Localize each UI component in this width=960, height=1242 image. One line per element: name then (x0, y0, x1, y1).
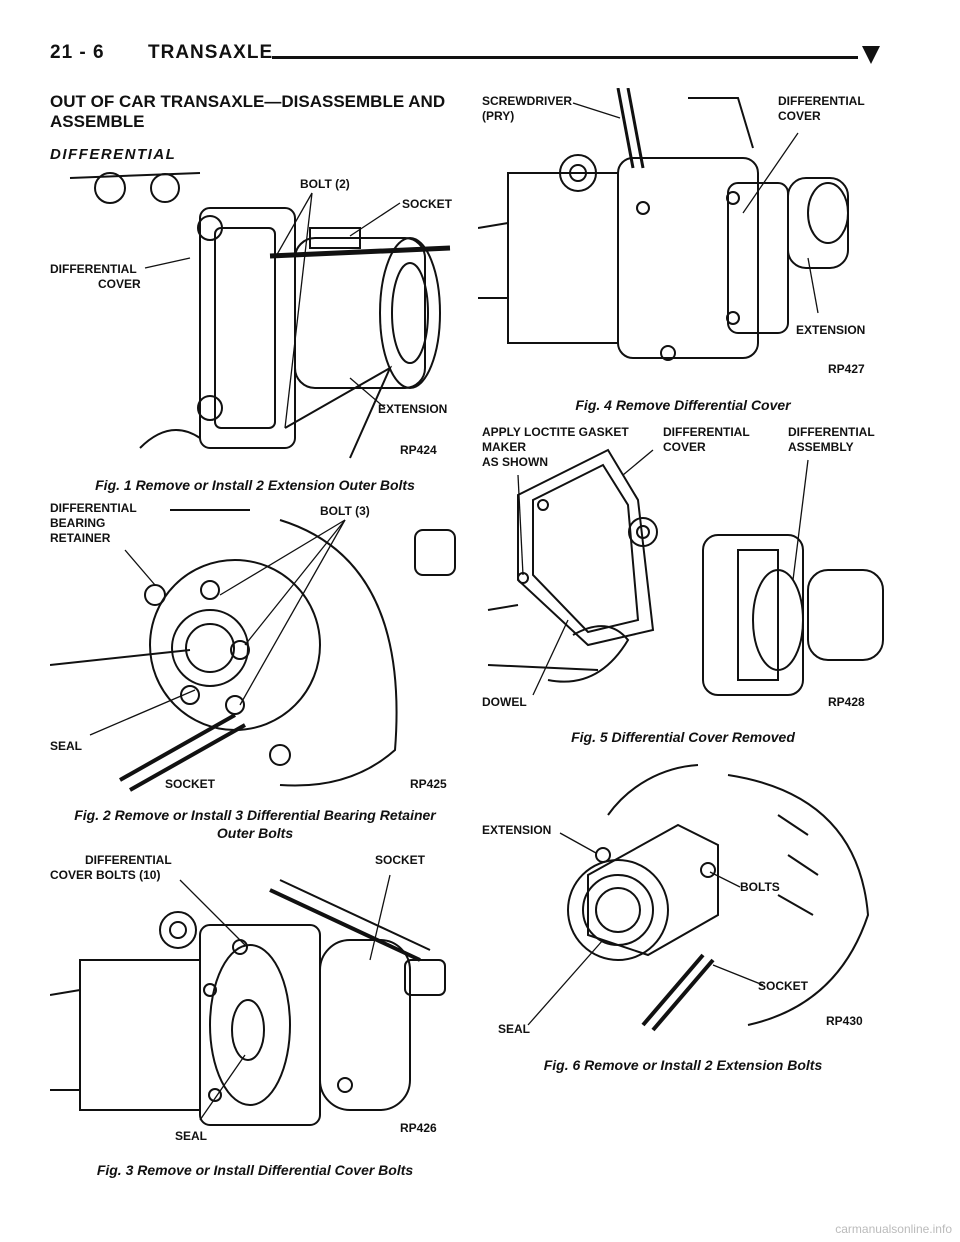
section-name: TRANSAXLE (148, 42, 274, 63)
figure-5-illustration: APPLY LOCTITE GASKET MAKER AS SHOWN DIFF… (482, 425, 884, 709)
figure-5: APPLY LOCTITE GASKET MAKER AS SHOWN DIFF… (478, 420, 888, 715)
fig6-caption: Fig. 6 Remove or Install 2 Extension Bol… (543, 1057, 823, 1073)
fig5-label-dowel: DOWEL (482, 695, 527, 709)
fig5-label-loctite-2: MAKER (482, 440, 526, 454)
fig3-label-seal: SEAL (175, 1129, 207, 1143)
fig5-label-cover-2: COVER (663, 440, 706, 454)
subsection-title: DIFFERENTIAL (50, 146, 177, 163)
figure-4: SCREWDRIVER (PRY) DIFFERENTIAL COVER EXT… (478, 88, 888, 383)
fig3-label-socket: SOCKET (375, 853, 426, 867)
fig3-label-bolts-2: COVER BOLTS (10) (50, 868, 160, 882)
fig4-label-extension: EXTENSION (796, 323, 865, 337)
fig2-label-retainer-1: DIFFERENTIAL (50, 501, 137, 515)
fig2-label-retainer-2: BEARING (50, 516, 105, 530)
page-number: 21 - 6 (50, 42, 105, 63)
fig5-caption: Fig. 5 Differential Cover Removed (571, 729, 795, 745)
fig4-label-cover-1: DIFFERENTIAL (778, 94, 865, 108)
fig4-label-screwdriver-2: (PRY) (482, 109, 514, 123)
figure-2: DIFFERENTIAL BEARING RETAINER BOLT (3) S… (50, 500, 460, 795)
fig3-code: RP426 (400, 1121, 437, 1135)
figure-1-illustration: BOLT (2) SOCKET DIFFERENTIAL COVER EXTEN… (50, 172, 453, 459)
fig1-label-socket: SOCKET (402, 197, 453, 211)
fig6-label-bolts: BOLTS (740, 880, 780, 894)
fig1-label-cover-1: DIFFERENTIAL (50, 262, 137, 276)
page-header: 21 - 6 TRANSAXLE (50, 40, 880, 70)
fig5-code: RP428 (828, 695, 865, 709)
fig4-label-screwdriver-1: SCREWDRIVER (482, 94, 572, 108)
fig4-code: RP427 (828, 362, 865, 376)
figure-2-illustration: DIFFERENTIAL BEARING RETAINER BOLT (3) S… (50, 501, 456, 792)
fig2-label-seal: SEAL (50, 739, 82, 753)
fig5-label-cover-1: DIFFERENTIAL (663, 425, 750, 439)
page-title: OUT OF CAR TRANSAXLE—DISASSEMBLE AND ASS… (50, 92, 446, 131)
fig5-label-assembly-2: ASSEMBLY (788, 440, 854, 454)
fig6-label-seal: SEAL (498, 1022, 530, 1036)
fig1-label-cover-2: COVER (98, 277, 141, 291)
fig3-caption: Fig. 3 Remove or Install Differential Co… (96, 1162, 414, 1178)
fig1-label-bolt: BOLT (2) (300, 177, 350, 191)
figure-6: EXTENSION BOLTS SOCKET SEAL RP430 (478, 755, 888, 1045)
figure-4-illustration: SCREWDRIVER (PRY) DIFFERENTIAL COVER EXT… (478, 88, 865, 376)
fig6-code: RP430 (826, 1014, 863, 1028)
figure-3-illustration: DIFFERENTIAL COVER BOLTS (10) SOCKET SEA… (50, 853, 446, 1143)
fig3-label-bolts-1: DIFFERENTIAL (85, 853, 172, 867)
fig4-label-cover-2: COVER (778, 109, 821, 123)
watermark: carmanualsonline.info (835, 1222, 952, 1236)
figure-1: BOLT (2) SOCKET DIFFERENTIAL COVER EXTEN… (50, 168, 460, 463)
fig4-caption: Fig. 4 Remove Differential Cover (575, 397, 791, 413)
fig5-label-assembly-1: DIFFERENTIAL (788, 425, 875, 439)
fig2-label-socket: SOCKET (165, 777, 216, 791)
fig2-label-retainer-3: RETAINER (50, 531, 111, 545)
figure-3: DIFFERENTIAL COVER BOLTS (10) SOCKET SEA… (50, 850, 460, 1150)
fig1-caption: Fig. 1 Remove or Install 2 Extension Out… (95, 477, 415, 493)
fig5-label-loctite-3: AS SHOWN (482, 455, 548, 469)
header-rule (272, 56, 858, 59)
fig6-label-socket: SOCKET (758, 979, 809, 993)
figure-6-illustration: EXTENSION BOLTS SOCKET SEAL RP430 (482, 764, 870, 1036)
fig5-label-loctite-1: APPLY LOCTITE GASKET (482, 425, 629, 439)
fig2-caption: Fig. 2 Remove or Install 3 Differential … (74, 807, 436, 841)
triangle-marker-icon (862, 46, 880, 64)
fig2-label-bolt: BOLT (3) (320, 504, 370, 518)
fig6-label-extension: EXTENSION (482, 823, 551, 837)
fig1-code: RP424 (400, 443, 437, 457)
fig1-label-extension: EXTENSION (378, 402, 447, 416)
fig2-code: RP425 (410, 777, 447, 791)
